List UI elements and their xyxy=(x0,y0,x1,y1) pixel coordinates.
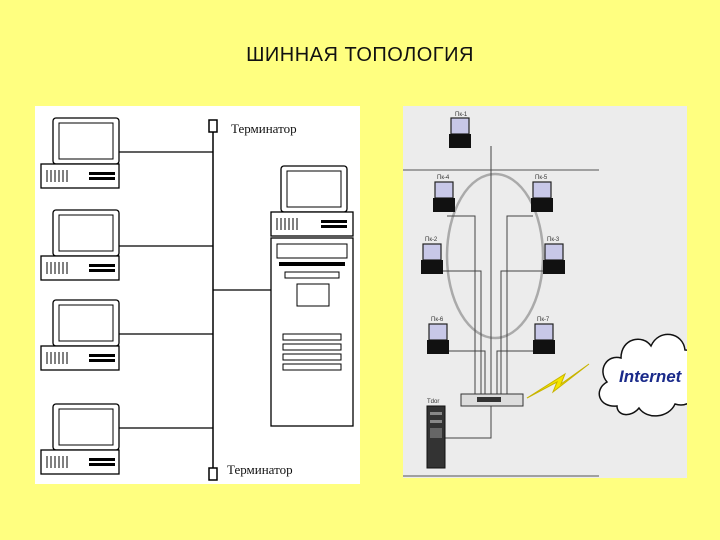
server-tower: Tdor xyxy=(426,399,446,469)
terminator-bottom xyxy=(208,467,218,481)
switch-ports xyxy=(477,397,501,402)
server xyxy=(270,165,354,427)
pc-7-label: Пк-7 xyxy=(537,317,550,323)
pc-6-label: Пк-6 xyxy=(431,317,444,323)
bus-topology-diagram: Терминатор Терминатор xyxy=(35,106,360,484)
pc-3: Пк-3 xyxy=(543,237,565,274)
pc-4: Пк-4 xyxy=(433,175,455,212)
terminator-bottom-label: Терминатор xyxy=(227,462,293,477)
pc-2-label: Пк-2 xyxy=(425,237,438,243)
server-label: Tdor xyxy=(427,399,439,405)
pc-7: Пк-7 xyxy=(533,317,555,354)
pc-6: Пк-6 xyxy=(427,317,449,354)
bus-diagram-svg: Терминатор Терминатор xyxy=(40,117,354,481)
workstation-1 xyxy=(40,117,120,189)
cables xyxy=(433,146,549,439)
terminator-top xyxy=(208,119,218,133)
pc-4-label: Пк-4 xyxy=(437,175,450,181)
internet-label: Internet xyxy=(619,367,683,386)
terminator-top-label: Терминатор xyxy=(231,121,297,136)
slide-title: ШИННАЯ ТОПОЛОГИЯ xyxy=(246,44,474,66)
network-diagram: Пк-1 Пк-4 Пк-5 Пк-2 Пк-3 Пк-6 xyxy=(403,106,687,478)
pc-1-label: Пк-1 xyxy=(455,112,468,118)
pc-1: Пк-1 xyxy=(449,112,471,148)
pc-5: Пк-5 xyxy=(531,175,553,212)
lightning-icon xyxy=(526,363,590,399)
network-diagram-svg: Пк-1 Пк-4 Пк-5 Пк-2 Пк-3 Пк-6 xyxy=(403,112,687,477)
ring-ellipse xyxy=(445,172,545,340)
workstation-4 xyxy=(40,403,120,475)
internet-cloud: Internet xyxy=(598,333,687,417)
workstation-2 xyxy=(40,209,120,281)
pc-5-label: Пк-5 xyxy=(535,175,548,181)
pc-3-label: Пк-3 xyxy=(547,237,560,243)
workstation-3 xyxy=(40,299,120,371)
pc-2: Пк-2 xyxy=(421,237,443,274)
